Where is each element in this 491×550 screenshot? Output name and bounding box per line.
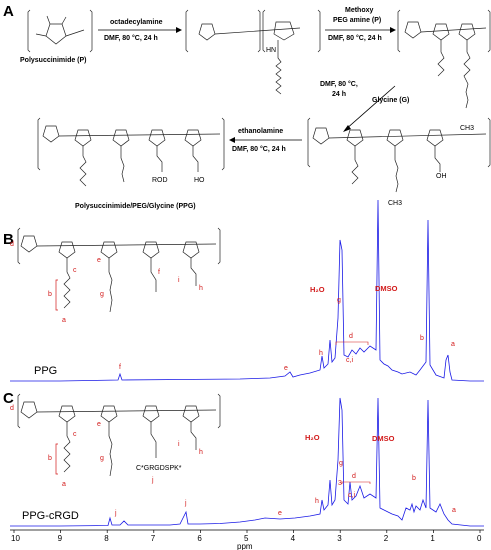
crgd-label-b: b	[48, 455, 52, 462]
ppg-d-bracket	[335, 341, 369, 345]
ppg-dmso-label: DMSO	[375, 284, 398, 293]
ppm-tick-label: 7	[151, 534, 156, 543]
crgd-h2o-label: H₂O	[305, 433, 320, 442]
crgd-label-e: e	[97, 421, 101, 428]
ppg-spectrum-trace	[10, 199, 484, 382]
ppm-tick-label: 4	[291, 534, 296, 543]
svg-text:CH3: CH3	[460, 125, 474, 132]
crgd-peak-g: g	[339, 460, 343, 467]
crgd-label-j: j	[151, 477, 154, 484]
step2-reagent-line1: Methoxy	[345, 7, 374, 14]
ppg-product-structure: ROD HO	[37, 117, 225, 187]
ppg-peak-ci: c,i	[346, 357, 353, 364]
crgd-peak-b: b	[412, 475, 416, 482]
crgd-label-a: a	[62, 481, 66, 488]
ppg-peak-b: b	[420, 335, 424, 342]
polysuccinimide-structure	[27, 9, 93, 53]
ppm-tick-label: 3	[337, 534, 342, 543]
ppg-nmr-structure	[17, 227, 221, 313]
panel-c-letter: C	[3, 390, 14, 407]
crgd-label-i: i	[178, 441, 180, 448]
ppg-peak-a: a	[451, 341, 455, 348]
ppg-crgd-spectrum-trace	[10, 397, 484, 527]
ppg-alkyl-bracket	[55, 279, 58, 311]
crgd-peptide-label: C*GRGDSPK*	[136, 465, 182, 472]
ppm-axis-unit: ppm	[237, 542, 253, 550]
polysuccinimide-label: Polysuccinimide (P)	[20, 57, 87, 64]
step1-conditions: DMF, 80 °C, 24 h	[104, 34, 158, 42]
ppm-tick-label: 1	[430, 534, 435, 543]
crgd-dmso-label: DMSO	[372, 434, 395, 443]
crgd-d-bracket	[341, 481, 371, 484]
ppg-label-d: d	[10, 241, 14, 248]
svg-text:HN: HN	[266, 47, 276, 54]
crgd-label-h: h	[199, 449, 203, 456]
crgd-peak-j1: j	[114, 510, 117, 517]
ppm-tick-label: 0	[477, 534, 482, 543]
ppg-sample-label: PPG	[34, 365, 57, 377]
crgd-peak-e: e	[278, 510, 282, 517]
panel-a-letter: A	[3, 3, 14, 20]
ppg-crgd-sample-label: PPG-cRGD	[22, 510, 79, 522]
ppm-tick-label: 6	[197, 534, 202, 543]
step3-conditions-line2: 24 h	[332, 91, 346, 98]
ppg-peak-g: g	[337, 297, 341, 304]
ppg-peak-e: e	[284, 365, 288, 372]
crgd-label-d: d	[10, 405, 14, 412]
svg-text:OH: OH	[436, 173, 447, 180]
ppg-crgd-nmr-structure	[17, 393, 221, 477]
svg-text:CH3: CH3	[388, 200, 402, 207]
intermediate2-structure: CH3	[397, 9, 491, 132]
ppg-product-label: Polysuccinimide/PEG/Glycine (PPG)	[75, 203, 196, 210]
ppm-tick-label: 8	[104, 534, 109, 543]
ppg-label-i: i	[178, 277, 180, 284]
ppg-label-f: f	[158, 269, 160, 276]
ppg-label-b: b	[48, 291, 52, 298]
crgd-alkyl-bracket	[55, 443, 58, 475]
ppg-label-g: g	[100, 291, 104, 298]
ppm-tick-label: 5	[244, 534, 249, 543]
svg-text:ROD: ROD	[152, 177, 168, 184]
crgd-label-g: g	[100, 455, 104, 462]
crgd-peak-ci: c,i	[348, 492, 355, 499]
crgd-peak-a: a	[452, 507, 456, 514]
ppg-label-c: c	[73, 267, 77, 274]
crgd-peak-3: 3	[338, 480, 342, 487]
svg-text:HO: HO	[194, 177, 205, 184]
step3-arrow	[344, 85, 396, 131]
crgd-peak-h: h	[315, 498, 319, 505]
crgd-peak-d: d	[352, 473, 356, 480]
step4-conditions: DMF, 80 °C, 24 h	[232, 145, 286, 153]
intermediate1-structure: HN	[185, 9, 321, 95]
ppm-tick-label: 10	[11, 534, 20, 543]
panel-b-letter: B	[3, 231, 14, 248]
step2-conditions: DMF, 80 °C, 24 h	[328, 34, 382, 42]
step1-reagent: octadecylamine	[110, 19, 163, 26]
step3-conditions-line1: DMF, 80 °C,	[320, 80, 358, 88]
ppg-label-a: a	[62, 317, 66, 324]
ppg-label-h: h	[199, 285, 203, 292]
crgd-peak-j2: j	[184, 500, 187, 507]
step2-reagent-line2: PEG amine (P)	[333, 17, 381, 24]
ppm-tick-label: 2	[384, 534, 389, 543]
ppg-label-e: e	[97, 257, 101, 264]
ppm-tick-label: 9	[58, 534, 63, 543]
ppg-peak-f: f	[119, 364, 121, 371]
step4-reagent: ethanolamine	[238, 128, 283, 135]
step3-reagent: Glycine (G)	[372, 97, 409, 104]
ppg-peak-h: h	[319, 350, 323, 357]
ppg-h2o-label: H₂O	[310, 285, 325, 294]
crgd-label-c: c	[73, 431, 77, 438]
ppg-peak-d: d	[349, 333, 353, 340]
intermediate3-structure: CH3 OH	[307, 117, 491, 207]
